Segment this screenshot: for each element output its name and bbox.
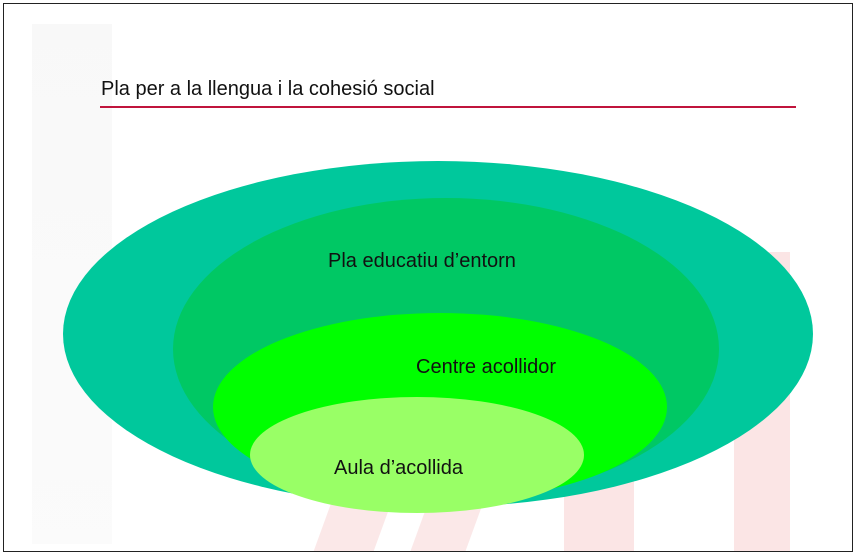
slide-title: Pla per a la llengua i la cohesió social <box>101 78 435 100</box>
label-aula-acollida: Aula d’acollida <box>334 457 464 479</box>
slide-frame: Pla per a la llengua i la cohesió social… <box>3 3 853 552</box>
title-underline <box>100 106 796 108</box>
nested-ellipse-diagram: Pla educatiu d’entorn Centre acollidor A… <box>63 161 813 513</box>
label-pla-educatiu-entorn: Pla educatiu d’entorn <box>328 250 516 272</box>
label-centre-acollidor: Centre acollidor <box>416 356 556 378</box>
ring-inner <box>250 397 584 513</box>
